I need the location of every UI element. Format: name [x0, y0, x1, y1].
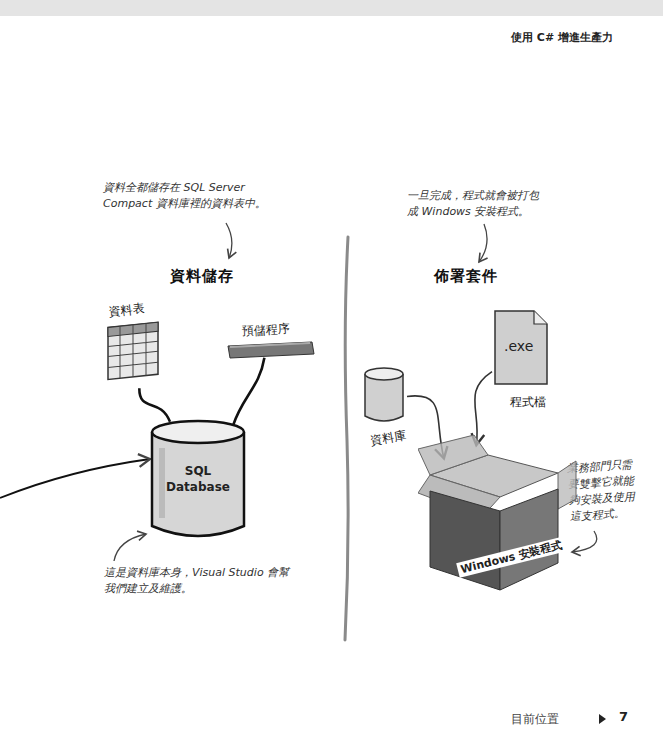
smallcyl-shape [362, 366, 408, 428]
note: 業務部門只需要雙擊它就能夠安裝及使用這支程式。 [566, 457, 640, 525]
installer-box: Windows 安裝程式 [418, 435, 580, 603]
note: 資料全都儲存在 SQL Server Compact 資料庫裡的資料表中。 [103, 180, 275, 212]
callout-arrow [572, 531, 597, 552]
section-heading: 資料儲存 [170, 267, 234, 286]
table-icon: 資料表 [103, 298, 169, 390]
procedure-icon: 預儲程序 [226, 322, 322, 364]
connector [475, 372, 492, 445]
incoming-arrow [0, 459, 150, 498]
node-text: .exe [504, 338, 533, 354]
database-cylinder: SQL Database [148, 418, 248, 544]
note: 這是資料庫本身，Visual Studio 會幫我們建立及維護。 [104, 565, 296, 597]
database-small: 資料庫 [362, 366, 412, 453]
note: 一旦完成，程式就會被打包成 Windows 安裝程式。 [407, 188, 547, 220]
box-shape [418, 435, 580, 595]
section-heading: 佈署套件 [434, 267, 498, 286]
callout-arrow [479, 224, 487, 262]
header-band [0, 0, 663, 16]
running-header: 使用 C# 增進生產力 [511, 30, 613, 45]
connector [139, 388, 170, 422]
page-arrow [599, 714, 606, 724]
footer-label: 目前位置 [511, 711, 559, 728]
exe-file: .exe 程式檔 [492, 308, 552, 414]
node-text: 資料表 [108, 300, 146, 321]
page-number: 7 [619, 709, 628, 724]
node-text: 資料庫 [369, 427, 407, 450]
divider [345, 237, 348, 640]
node-text: 預儲程序 [242, 321, 291, 340]
connector [233, 358, 264, 426]
node-text: 程式檔 [510, 394, 546, 411]
callout-arrow [114, 534, 146, 561]
node-text: SQL Database [166, 464, 230, 495]
callout-arrow [226, 223, 232, 258]
